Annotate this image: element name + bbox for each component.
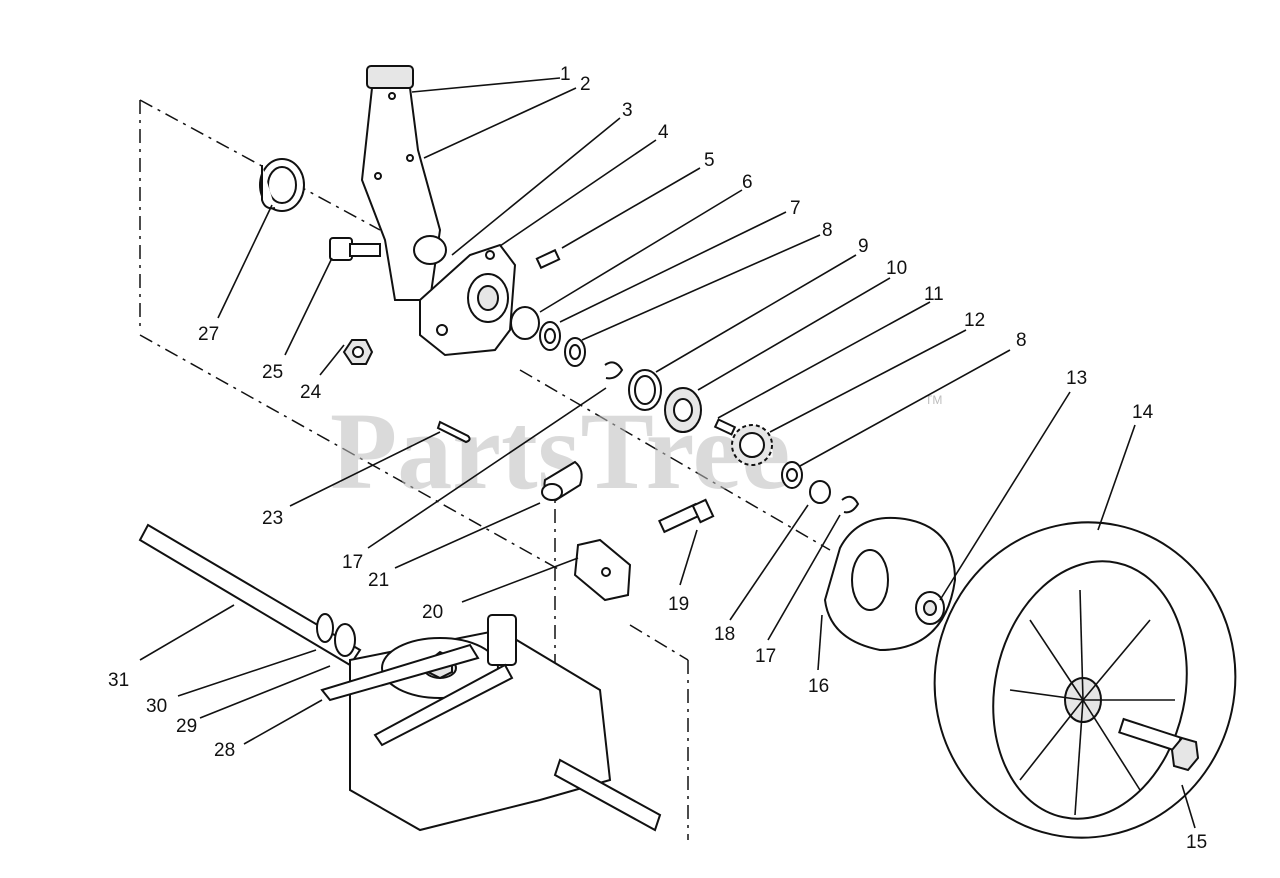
callout-23: 23: [262, 508, 283, 529]
assembly-center-lines: [139, 99, 831, 840]
callout-29: 29: [176, 716, 197, 737]
svg-text:TM: TM: [925, 393, 942, 407]
part-20-bracket: [573, 538, 632, 602]
part-8-washer-2: [781, 461, 803, 489]
callout-10: 10: [886, 258, 907, 279]
callout-11: 11: [924, 284, 944, 305]
callout-17: 17: [755, 646, 776, 667]
watermark: PartsTree TM: [330, 390, 942, 512]
part-21-lever: [541, 460, 583, 502]
part-14-wheel: [933, 521, 1237, 839]
part-23-pin: [436, 420, 471, 444]
part-17-clip-2: [841, 495, 860, 514]
part-5-fitting: [535, 248, 561, 270]
part-11-key: [713, 418, 737, 436]
transmission-housing: [349, 614, 662, 832]
part-31-shaft: [138, 523, 362, 667]
callout-8: 8: [822, 220, 833, 241]
part-9-ring: [628, 369, 662, 411]
part-25-bolt: [329, 237, 381, 261]
part-6-bushing: [510, 306, 540, 340]
callout-3: 3: [622, 100, 633, 121]
part-19-bolt: [658, 498, 715, 534]
callout-9: 9: [858, 236, 869, 257]
part-7-washer: [539, 321, 561, 351]
callout-21: 21: [368, 570, 389, 591]
callout-12: 12: [964, 310, 985, 331]
part-16-cover: [823, 516, 957, 652]
part-27-bushing: [259, 158, 305, 212]
part-24-nut: [342, 339, 374, 365]
part-12-gear: [731, 424, 773, 466]
part-15-bolt: [1118, 717, 1200, 772]
part-4-bearing-housing: [413, 235, 517, 357]
callout-24: 24: [300, 382, 322, 403]
callout-14: 14: [1132, 402, 1154, 423]
callout-7: 7: [790, 198, 801, 219]
callout-8-second: 8: [1016, 330, 1027, 351]
part-8-washer: [564, 337, 586, 367]
callout-31: 31: [108, 670, 129, 691]
callout-5: 5: [704, 150, 715, 171]
part-17-clip: [604, 361, 624, 380]
callout-1: 1: [560, 64, 571, 85]
callout-19: 19: [668, 594, 689, 615]
callout-17-second: 17: [342, 552, 363, 573]
callout-13: 13: [1066, 368, 1087, 389]
part-18-spacer: [809, 480, 831, 504]
callout-4: 4: [658, 122, 669, 143]
part-13-hub: [915, 591, 945, 625]
callout-30: 30: [146, 696, 167, 717]
callout-20: 20: [422, 602, 443, 623]
leader-lines: [139, 77, 1196, 829]
callout-27: 27: [198, 324, 219, 345]
callout-25: 25: [262, 362, 283, 383]
callout-15: 15: [1186, 832, 1207, 853]
callout-18: 18: [714, 624, 735, 645]
callout-16: 16: [808, 676, 829, 697]
part-10-bearing: [664, 387, 702, 433]
callout-28: 28: [214, 740, 235, 761]
callout-6: 6: [742, 172, 753, 193]
part-28-belt: [320, 643, 514, 747]
callout-2: 2: [580, 74, 591, 95]
callout-labels: 1 2 3 4 5 6 7 8 9 10 11 12 8 13 14 15 16…: [108, 64, 1207, 853]
